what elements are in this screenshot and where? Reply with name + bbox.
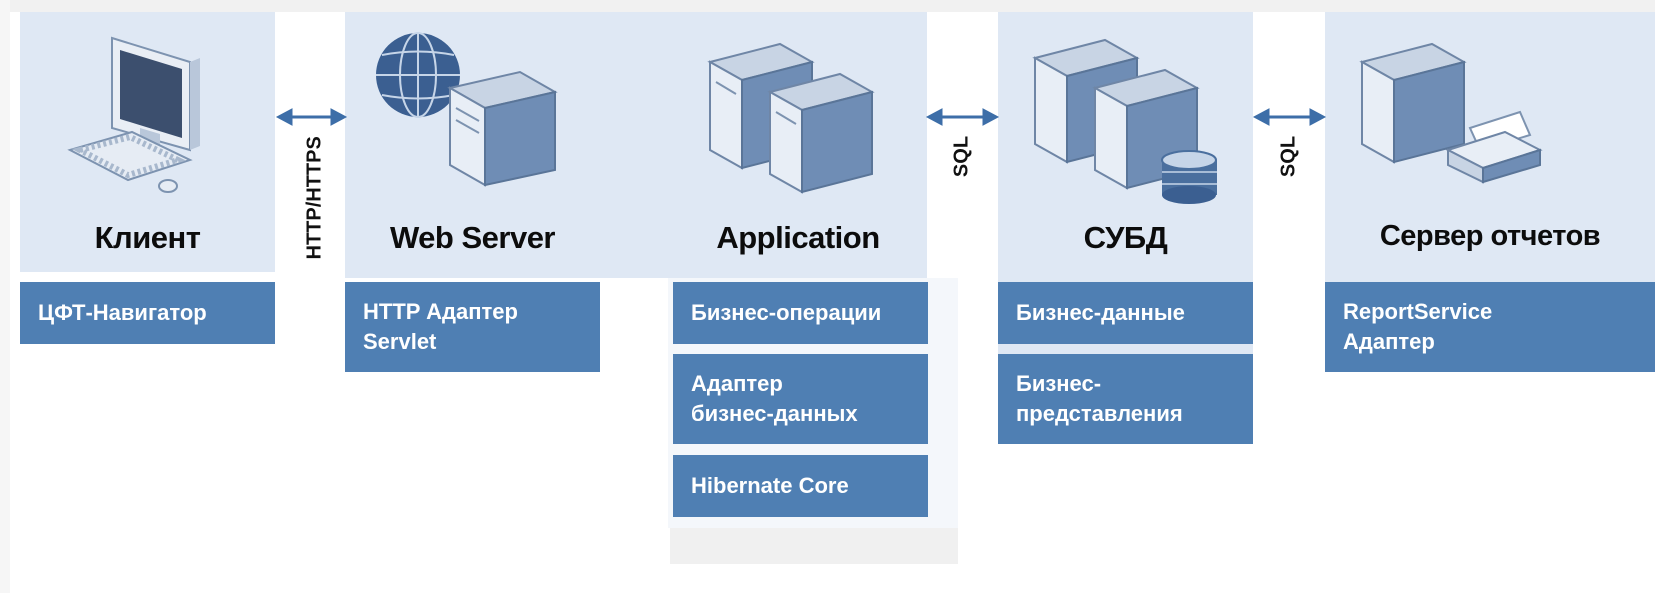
component-label: Бизнес-данные [1016, 300, 1185, 325]
component-box: Бизнес-данные [998, 282, 1253, 344]
tier-title-dbms: СУБД [1083, 220, 1168, 255]
server-icon [447, 70, 558, 187]
component-box: Hibernate Core [673, 455, 928, 517]
tier-title-webserver: Web Server [389, 220, 556, 255]
tier-title-report-server: Сервер отчетов [1379, 220, 1601, 252]
database-cylinder-icon [1161, 150, 1217, 204]
component-box: ЦФТ-Навигатор [20, 282, 275, 344]
component-box: Адаптер бизнес-данных [673, 354, 928, 444]
tier-title-client: Клиент [94, 220, 201, 255]
double-arrow-icon [925, 108, 1000, 126]
connector-label-sql: SQL [1277, 135, 1300, 178]
connector-label-http: HTTP/HTTPS [303, 136, 326, 260]
component-label: Бизнес-операции [691, 300, 882, 325]
component-label: Бизнес-представления [1016, 371, 1183, 426]
component-label: Адаптер бизнес-данных [691, 371, 858, 426]
component-box: Бизнес-представления [998, 354, 1253, 444]
server-pair-icon [707, 42, 875, 194]
component-box: Бизнес-операции [673, 282, 928, 344]
double-arrow-icon [275, 108, 348, 126]
tier-panel-bottom-strip [670, 528, 958, 564]
globe-icon [376, 32, 460, 118]
component-label: ЦФТ-Навигатор [38, 300, 207, 325]
desktop-computer-icon [67, 36, 200, 193]
tier-title-application: Application [716, 220, 880, 255]
image-left-border [0, 0, 10, 593]
component-label: Hibernate Core [691, 473, 849, 498]
image-top-border [0, 0, 1655, 12]
component-label: HTTP Адаптер Servlet [363, 299, 518, 354]
component-box: ReportService Адаптер [1325, 282, 1655, 372]
component-box: HTTP Адаптер Servlet [345, 282, 600, 372]
connector-label-sql: SQL [950, 135, 973, 178]
report-server-icon [1359, 42, 1467, 164]
component-label: ReportService Адаптер [1343, 299, 1493, 354]
double-arrow-icon [1252, 108, 1327, 126]
printer-icon [1445, 110, 1543, 184]
